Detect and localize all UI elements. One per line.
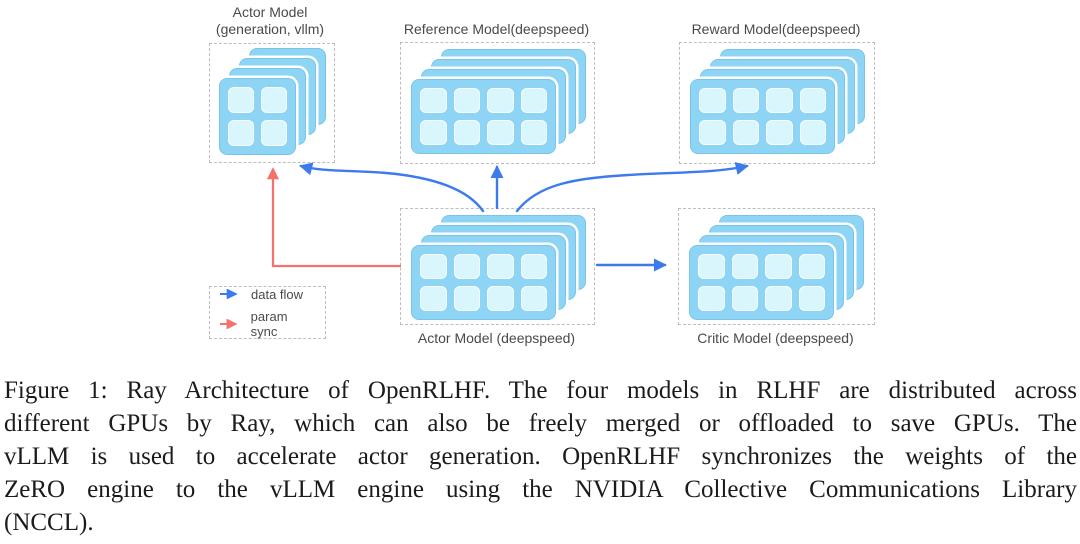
- gpu-cell: [520, 120, 547, 145]
- legend-row-data-flow: data flow: [218, 287, 317, 302]
- gpu-cell: [732, 88, 759, 113]
- legend-row-param-sync: param sync: [218, 309, 317, 339]
- actor-vllm-label: Actor Model (generation, vllm): [160, 4, 380, 38]
- gpu-cell: [731, 254, 758, 279]
- gpu-cell: [766, 88, 793, 113]
- gpu-cell: [420, 286, 447, 311]
- gpu-grid: [412, 246, 555, 319]
- gpu-cell: [261, 120, 287, 146]
- gpu-cell: [765, 254, 792, 279]
- gpu-grid: [220, 79, 295, 154]
- param-sync-arrow-to-actor-vllm: [266, 167, 401, 268]
- figure-caption: Figure 1: Ray Architecture of OpenRLHF. …: [4, 374, 1077, 539]
- legend-data-flow-label: data flow: [251, 286, 304, 302]
- gpu-cell: [228, 120, 254, 146]
- reward-model-cluster: [679, 42, 875, 164]
- gpu-grid: [690, 246, 833, 319]
- caption-line: ZeRO engine to the vLLM engine using the…: [4, 476, 1077, 503]
- gpu-cell: [698, 254, 725, 279]
- gpu-cell: [228, 87, 254, 113]
- param-sync-arrow-icon: [219, 318, 238, 329]
- gpu-cell: [420, 88, 447, 113]
- gpu-cell: [799, 120, 826, 145]
- critic-model-cluster: [678, 208, 875, 325]
- data-flow-arrow-to-reward: [515, 162, 749, 213]
- caption-line: (NCCL).: [4, 509, 94, 536]
- gpu-grid: [691, 80, 834, 153]
- gpu-cell: [453, 254, 480, 279]
- caption-line: vLLM is used to accelerate actor generat…: [4, 443, 1077, 470]
- gpu-cell: [766, 120, 793, 145]
- gpu-cell: [520, 88, 547, 113]
- gpu-cell: [765, 286, 792, 311]
- actor-vllm-label-line1: Actor Model: [232, 4, 308, 20]
- data-flow-arrow-to-actor-vllm: [299, 162, 485, 213]
- gpu-card: [690, 79, 835, 154]
- caption-line: different GPUs by Ray, which can also be…: [4, 410, 1077, 437]
- gpu-card: [689, 245, 834, 320]
- gpu-cell: [453, 88, 480, 113]
- gpu-cell: [798, 254, 825, 279]
- data-flow-arrow-icon: [220, 289, 238, 299]
- gpu-card: [219, 78, 296, 155]
- gpu-cell: [798, 286, 825, 311]
- actor-model-cluster: [400, 208, 595, 325]
- gpu-cell: [487, 254, 514, 279]
- caption-line: Figure 1: Ray Architecture of OpenRLHF. …: [4, 377, 1077, 404]
- gpu-cell: [420, 254, 447, 279]
- gpu-cell: [698, 286, 725, 311]
- gpu-card: [411, 79, 556, 154]
- gpu-cell: [732, 120, 759, 145]
- reference-model-label: Reference Model(deepspeed): [403, 21, 590, 37]
- gpu-cell: [453, 286, 480, 311]
- gpu-cell: [731, 286, 758, 311]
- reward-model-label: Reward Model(deepspeed): [691, 21, 861, 37]
- gpu-card: [411, 245, 556, 320]
- gpu-cell: [453, 120, 480, 145]
- reference-model-cluster: [400, 42, 595, 164]
- actor-vllm-cluster: [209, 43, 335, 163]
- gpu-cell: [261, 87, 287, 113]
- gpu-cell: [487, 88, 514, 113]
- gpu-cell: [420, 120, 447, 145]
- gpu-cell: [699, 120, 726, 145]
- ray-architecture-diagram: Actor Model (generation, vllm) Reference…: [160, 4, 875, 346]
- gpu-cell: [487, 286, 514, 311]
- gpu-cell: [699, 88, 726, 113]
- gpu-cell: [799, 88, 826, 113]
- legend: data flow param sync: [209, 286, 326, 339]
- critic-model-label: Critic Model (deepspeed): [697, 330, 854, 346]
- gpu-cell: [520, 254, 547, 279]
- gpu-grid: [412, 80, 555, 153]
- actor-vllm-label-line2: (generation, vllm): [215, 21, 325, 37]
- legend-param-sync-label: param sync: [250, 308, 288, 339]
- gpu-cell: [487, 120, 514, 145]
- actor-model-label: Actor Model (deepspeed): [417, 330, 576, 346]
- gpu-cell: [520, 286, 547, 311]
